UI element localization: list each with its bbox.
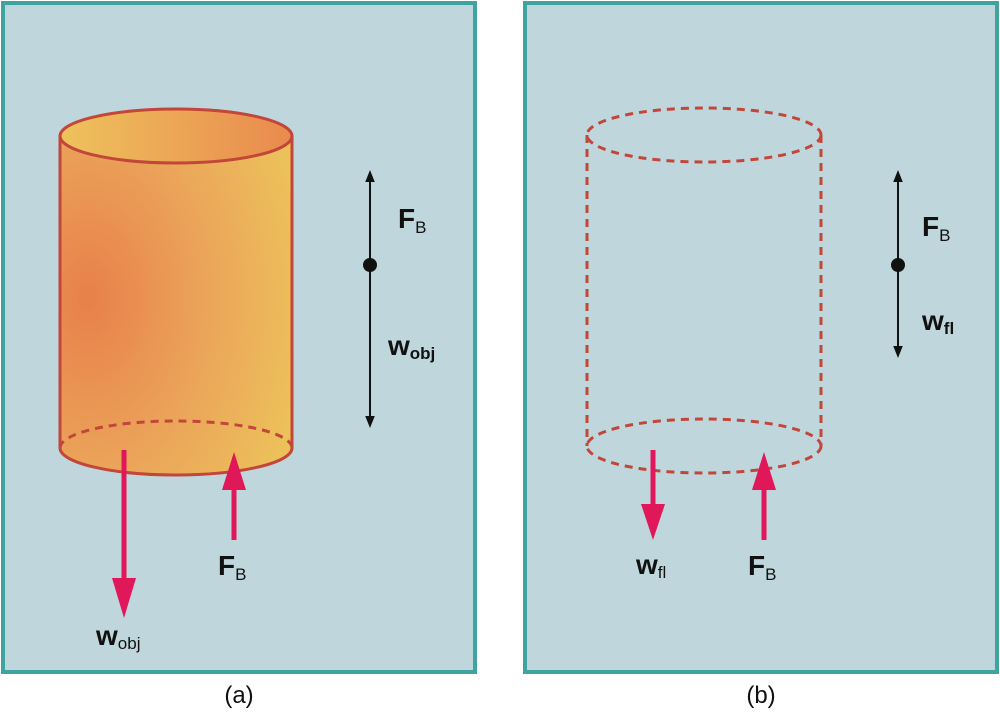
panel-a: wobj FB FB wobj [1,1,477,674]
cylinder-bottom-back-dashed [58,419,294,449]
cylinder-body [58,134,294,477]
fbd-point-a [363,258,377,272]
fbd-weight-label-b: wfl [921,305,954,338]
buoyant-arrow-b [752,452,776,540]
free-body-diagram-b: FB wfl [891,170,954,358]
caption-b: (b) [746,682,775,709]
weight-label-a: wobj [95,620,140,653]
panel-b: wfl FB FB wfl [523,1,999,674]
solid-cylinder [58,107,294,477]
fbd-weight-label-a: wobj [387,330,435,363]
free-body-diagram-a: FB wobj [363,170,435,428]
caption-a: (a) [224,682,253,709]
weight-arrow-b [641,450,665,540]
buoyant-arrow-a [222,452,246,540]
fbd-buoyant-label-b: FB [922,211,950,245]
fbd-buoyant-label-a: FB [398,203,426,237]
weight-arrow-a [112,450,136,618]
weight-label-b: wfl [635,549,666,582]
panel-b-frame [523,1,999,674]
fbd-point-b [891,258,905,272]
cylinder-top [58,107,294,165]
dashed-fluid-cylinder [585,106,823,475]
buoyant-label-b: FB [748,550,776,584]
buoyant-label-a: FB [218,550,246,584]
